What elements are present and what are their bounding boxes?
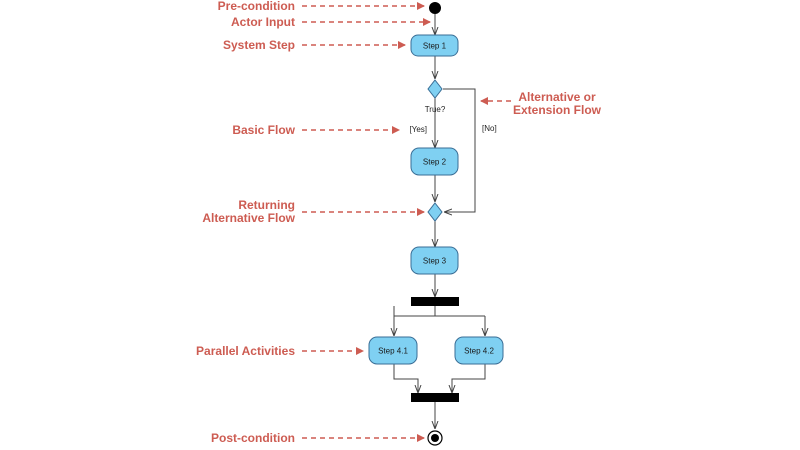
guard-yes: [Yes] [410,125,428,134]
activity-step41-label: Step 4.1 [378,347,408,356]
final-node-inner [431,434,439,442]
activity-step1-label: Step 1 [423,42,447,51]
activity-step1[interactable] [410,34,459,57]
annotation-pre-condition: Pre-condition [218,0,295,13]
activity-step2-label: Step 2 [423,158,447,167]
activity-step42[interactable] [454,336,504,365]
guard-no: [No] [482,124,497,133]
annotation-returning-line2: Alternative Flow [202,211,295,225]
flow-no-branch [443,88,476,212]
activity-step2[interactable] [410,147,459,176]
annotation-actor-input: Actor Input [231,15,295,29]
initial-node [429,2,441,14]
activity-step3[interactable] [410,246,459,275]
activity-step41[interactable] [368,336,418,365]
activity-step3-label: Step 3 [423,257,447,266]
activity-step42-label: Step 4.2 [464,347,494,356]
annotation-parallel-activities: Parallel Activities [196,344,295,358]
annotation-alt-line1: Alternative or [518,90,596,104]
decision-question: True? [425,105,446,114]
fork-bar [411,297,459,306]
annotation-basic-flow: Basic Flow [232,123,295,137]
flow-step42-to-join [452,364,486,393]
merge-node [427,202,443,222]
control-flows [394,14,485,429]
annotation-system-step: System Step [223,38,295,52]
decision-node [427,79,443,99]
annotation-returning-line1: Returning [238,198,295,212]
annotation-alt-line2: Extension Flow [513,103,602,117]
annotation-post-condition: Post-condition [211,431,295,445]
flow-step41-to-join [393,364,418,393]
annotations: Pre-condition Actor Input System Step Al… [196,0,602,445]
annotation-arrows [302,2,511,442]
join-bar [411,393,459,402]
